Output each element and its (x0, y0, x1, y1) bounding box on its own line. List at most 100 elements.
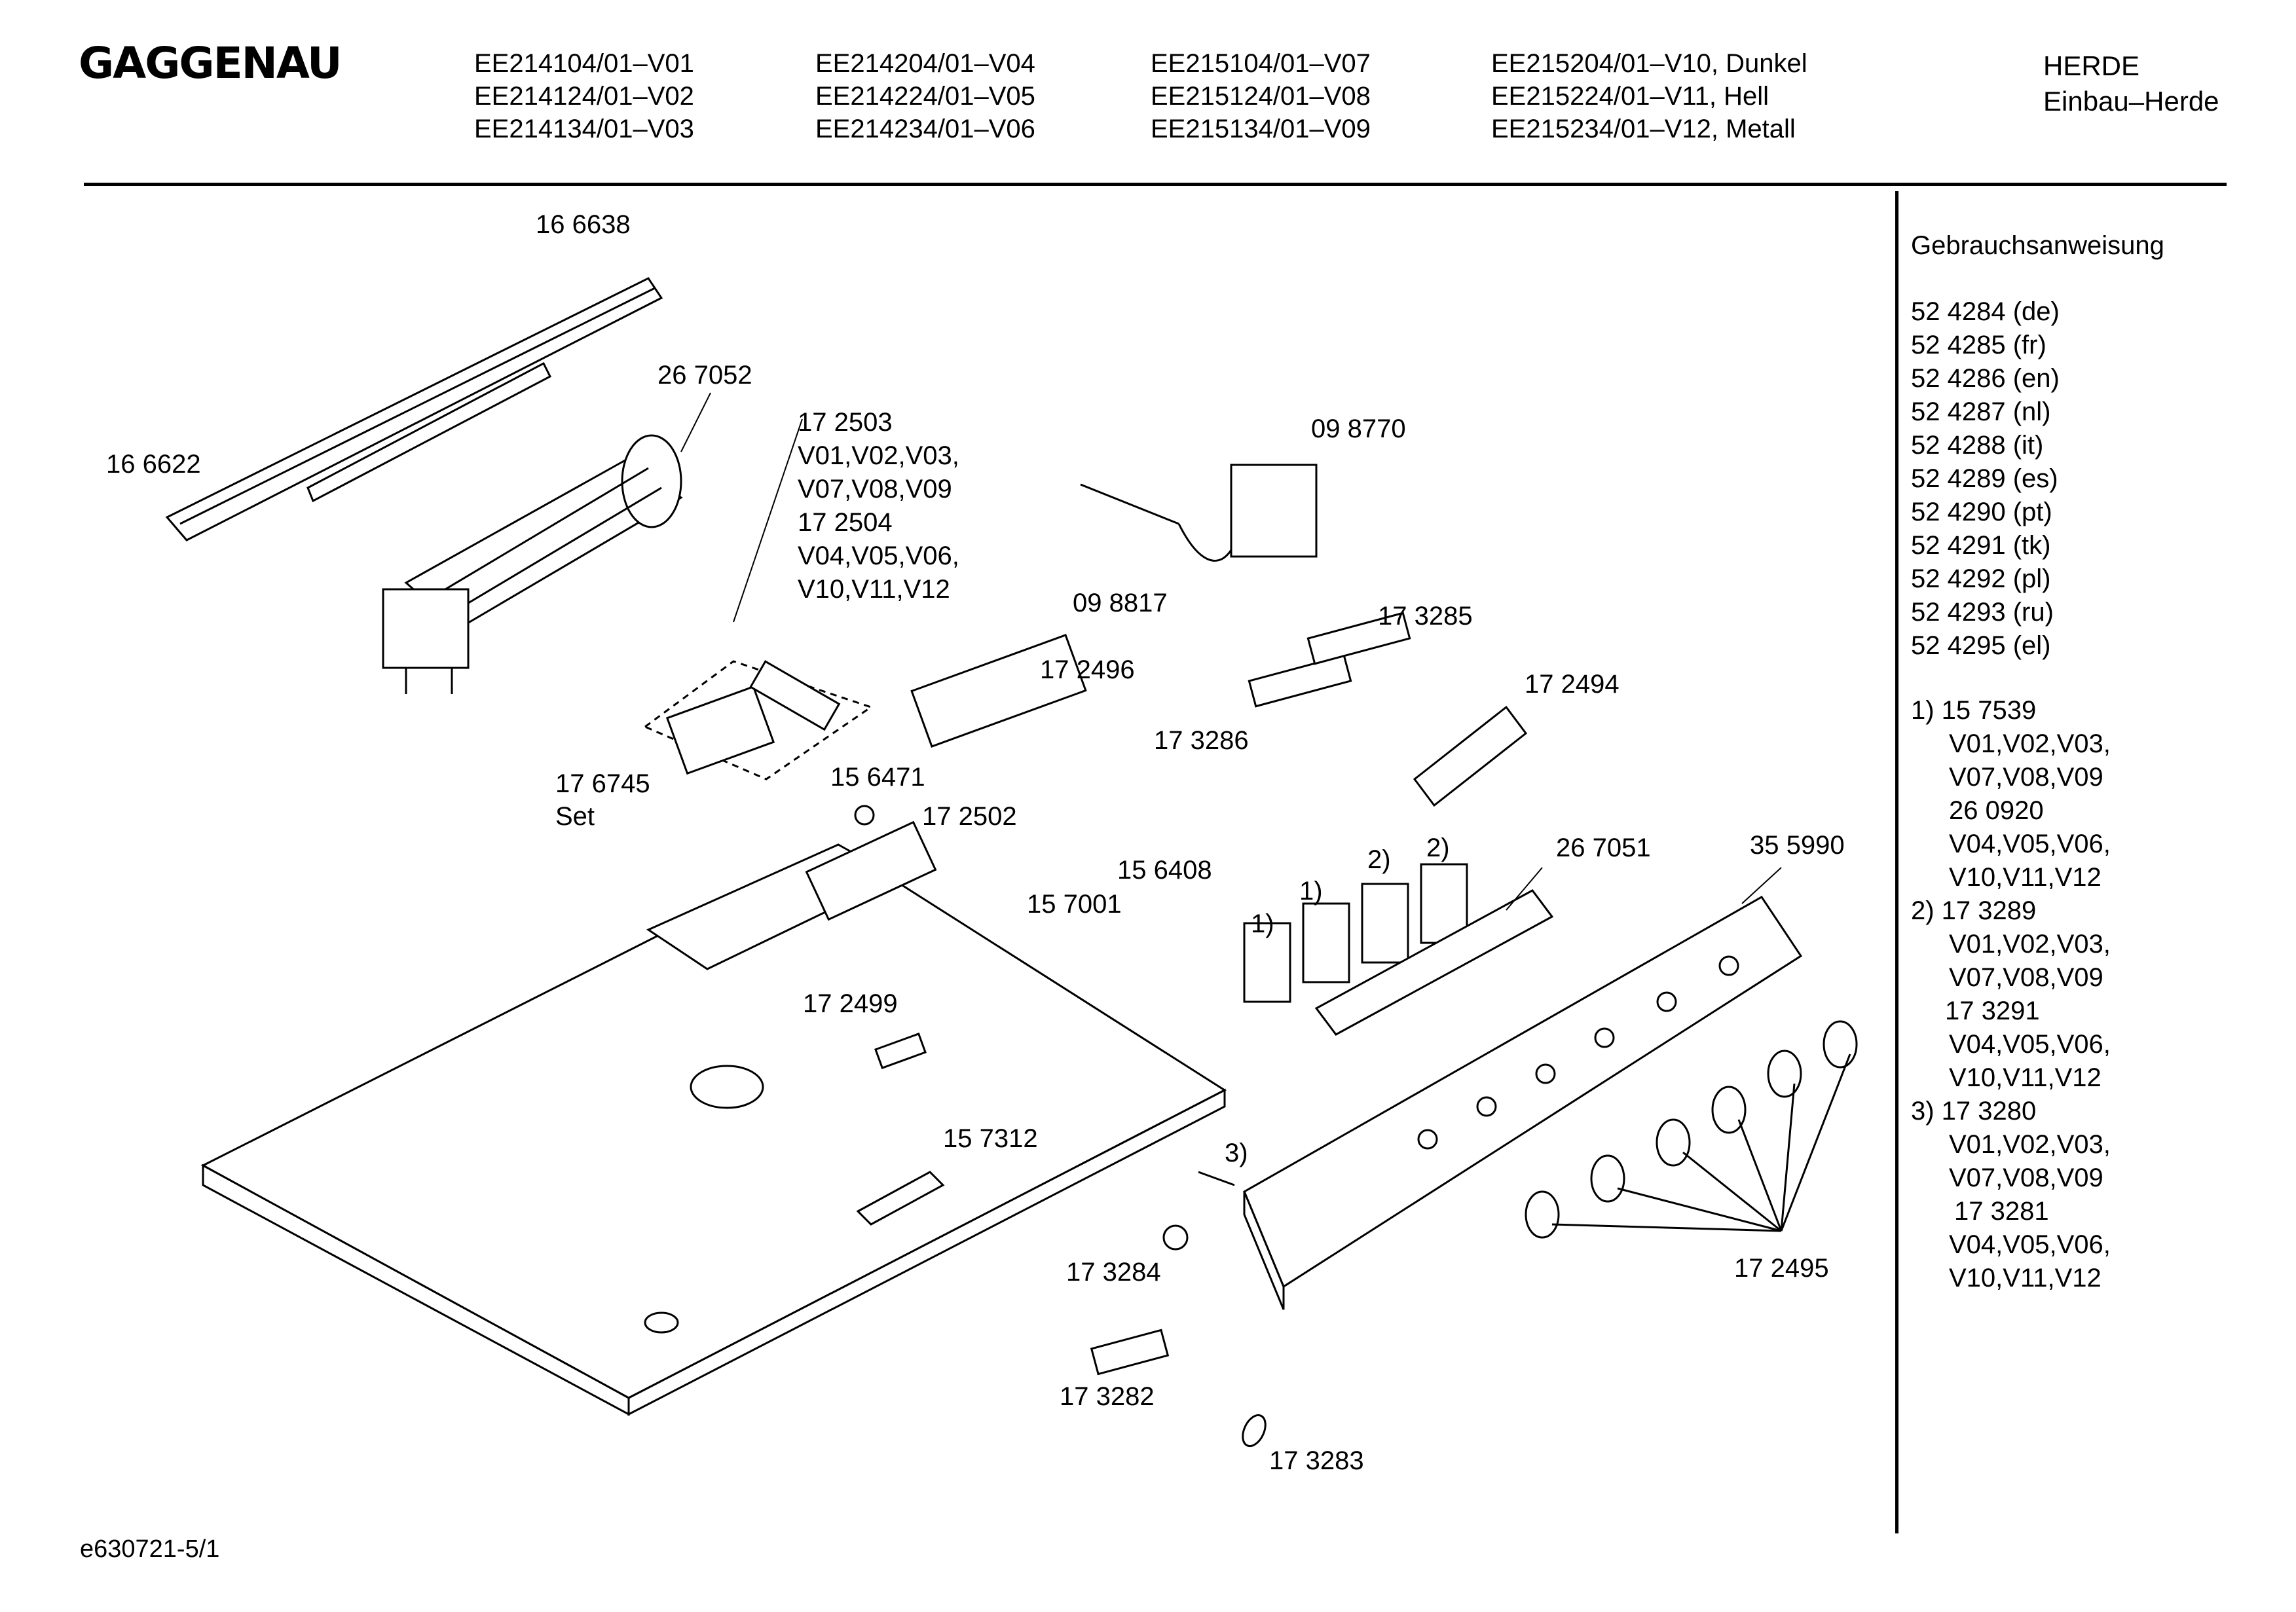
part-label: 09 8770 (1311, 414, 1406, 443)
list-item: 52 4284 (de) (1911, 297, 2060, 326)
variant-label: V01,V02,V03, (798, 441, 959, 470)
part-variant-group: 17 2503 V01,V02,V03, V07,V08,V09 17 2504… (798, 406, 959, 606)
model-number: EE215124/01–V08 (1151, 82, 1371, 111)
part-label: 26 7052 (657, 361, 752, 390)
variant-label: V04,V05,V06, (798, 541, 959, 570)
knobs-drawing (1526, 1021, 1857, 1237)
base-plate-drawing (203, 822, 1225, 1414)
footnote-variant: V01,V02,V03, (1949, 729, 2111, 758)
category-subtitle: Einbau–Herde (2043, 86, 2219, 117)
footnote: 1) 15 7539 (1911, 696, 2037, 725)
part-label: 16 6622 (106, 450, 201, 479)
part-label: 17 2502 (922, 802, 1017, 831)
small-parts-drawing (876, 1034, 1270, 1450)
list-item: 52 4288 (it) (1911, 431, 2044, 460)
variant-label: V07,V08,V09 (798, 475, 952, 504)
part-number: 17 6745 (555, 769, 650, 798)
header-divider (84, 183, 2227, 186)
list-item: 52 4289 (es) (1911, 464, 2058, 493)
model-number: EE215104/01–V07 (1151, 49, 1371, 78)
model-number: EE215224/01–V11, Hell (1491, 82, 1769, 111)
switches-drawing (1244, 613, 1552, 1035)
footnote-marker: 3) (1225, 1139, 1248, 1167)
part-label: 17 3285 (1378, 602, 1473, 631)
list-item: 52 4291 (tk) (1911, 531, 2051, 560)
list-item: 52 4293 (ru) (1911, 598, 2054, 627)
footnote: 2) 17 3289 (1911, 896, 2037, 925)
thermostat-drawing (1081, 465, 1316, 560)
part-label: 15 7312 (943, 1124, 1038, 1153)
list-item: 52 4290 (pt) (1911, 498, 2052, 526)
footnote-variant: V04,V05,V06, (1949, 1230, 2111, 1259)
footnote-variant: V04,V05,V06, (1949, 830, 2111, 858)
part-label: 17 2494 (1525, 670, 1620, 699)
model-number: EE214234/01–V06 (815, 115, 1035, 143)
list-item: 52 4285 (fr) (1911, 331, 2046, 359)
control-panel-drawing (1244, 897, 1801, 1310)
part-label: 17 3282 (1060, 1382, 1155, 1411)
model-number: EE214134/01–V03 (474, 115, 694, 143)
manual-list: 52 4284 (de) 52 4285 (fr) 52 4286 (en) 5… (1911, 295, 2060, 663)
footnote-variant: V10,V11,V12 (1949, 1264, 2102, 1292)
part-label: 16 6638 (536, 210, 631, 239)
footnote-variant: V07,V08,V09 (1949, 963, 2103, 992)
footnote-marker: 1) (1251, 909, 1274, 938)
brand-logo: GAGGENAU (79, 38, 343, 88)
part-note: Set (555, 802, 595, 831)
footnote-variant: V10,V11,V12 (1949, 1063, 2102, 1092)
part-label: 17 2495 (1734, 1254, 1829, 1283)
model-number: EE215234/01–V12, Metall (1491, 115, 1796, 143)
drawing-code: e630721-5/1 (80, 1535, 220, 1563)
part-label: 35 5990 (1750, 831, 1845, 860)
part-label: 15 6471 (830, 763, 925, 792)
part-label: 15 6408 (1117, 856, 1212, 885)
part-label: 26 7051 (1556, 833, 1651, 862)
rail-part-drawing (167, 278, 661, 540)
list-item: 52 4287 (nl) (1911, 397, 2051, 426)
model-number: EE214204/01–V04 (815, 49, 1035, 78)
part-label: 17 3284 (1066, 1258, 1161, 1287)
model-number: EE215204/01–V10, Dunkel (1491, 49, 1807, 78)
footnote-variant: V01,V02,V03, (1949, 930, 2111, 959)
model-column-3: EE215104/01–V07 EE215124/01–V08 EE215134… (1151, 47, 1371, 145)
leader-lines (681, 393, 1781, 910)
part-label: 17 3286 (1154, 726, 1249, 755)
list-item: 52 4292 (pl) (1911, 564, 2051, 593)
board-set-drawing (645, 661, 871, 779)
part-label: 17 3283 (1269, 1446, 1364, 1475)
footnote-marker: 2) (1426, 833, 1450, 862)
sidebar-divider (1895, 191, 1898, 1533)
part-label: 09 8817 (1073, 589, 1168, 617)
part-label: 15 7001 (1027, 890, 1122, 919)
list-item: 52 4286 (en) (1911, 364, 2060, 393)
model-number: EE214104/01–V01 (474, 49, 694, 78)
model-column-1: EE214104/01–V01 EE214124/01–V02 EE214134… (474, 47, 694, 145)
footnote-variant: V04,V05,V06, (1949, 1030, 2111, 1059)
model-column-2: EE214204/01–V04 EE214224/01–V05 EE214234… (815, 47, 1035, 145)
model-number: EE214124/01–V02 (474, 82, 694, 111)
model-number: EE215134/01–V09 (1151, 115, 1371, 143)
footnote-marker: 1) (1299, 877, 1323, 906)
part-label: 17 2499 (803, 989, 898, 1018)
footnote-variant: V07,V08,V09 (1949, 1163, 2103, 1192)
part-label: 17 2504 (798, 508, 893, 537)
list-item: 52 4295 (el) (1911, 631, 2051, 660)
footnote-variant: V10,V11,V12 (1949, 863, 2102, 892)
variant-label: V10,V11,V12 (798, 575, 950, 604)
footnote-part: 26 0920 (1949, 796, 2044, 825)
footnote-variant: V07,V08,V09 (1949, 763, 2103, 792)
model-column-4: EE215204/01–V10, Dunkel EE215224/01–V11,… (1491, 47, 1807, 145)
footnote: 3) 17 3280 (1911, 1097, 2037, 1126)
category-title: HERDE (2043, 50, 2140, 81)
footnote-variant: V01,V02,V03, (1949, 1130, 2111, 1159)
model-number: EE214224/01–V05 (815, 82, 1035, 111)
bracket-drawing (855, 635, 1086, 824)
footnote-part: 17 3291 (1945, 997, 2040, 1025)
product-category: HERDE Einbau–Herde (2043, 48, 2219, 119)
part-label: 17 2496 (1040, 655, 1135, 684)
footnote-marker: 2) (1367, 845, 1391, 874)
manual-title: Gebrauchsanweisung (1911, 231, 2164, 260)
part-label: 17 2503 (798, 408, 893, 437)
footnote-part: 17 3281 (1954, 1197, 2049, 1226)
